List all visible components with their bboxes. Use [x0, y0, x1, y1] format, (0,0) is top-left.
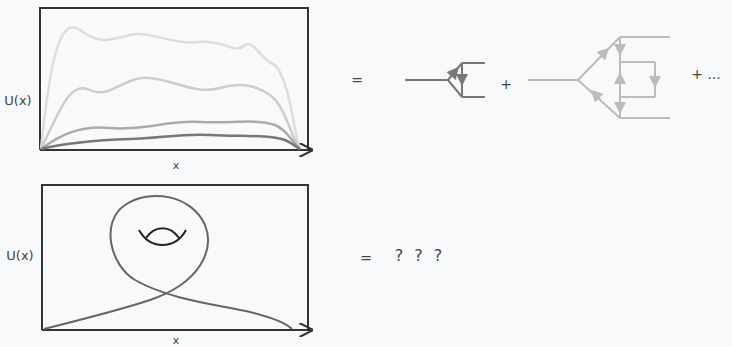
equation-symbol: = [360, 251, 372, 265]
equation-symbol: + [500, 77, 512, 91]
axis-label: x [173, 335, 180, 346]
axis-label: x [173, 160, 180, 171]
feynman-diagram [405, 63, 485, 97]
torus-glyph [139, 228, 186, 245]
axis-label: U(x) [4, 94, 31, 107]
equation-symbol: = [351, 73, 363, 87]
feynman-diagram [528, 37, 670, 118]
plot-frame [42, 185, 312, 330]
equation-symbol: + ... [691, 67, 721, 81]
loop-curve [44, 196, 292, 329]
potential-curves [41, 27, 300, 149]
equation-symbol: ? ? ? [395, 248, 446, 264]
axis-label: U(x) [6, 249, 33, 262]
plot-frame [40, 8, 312, 150]
